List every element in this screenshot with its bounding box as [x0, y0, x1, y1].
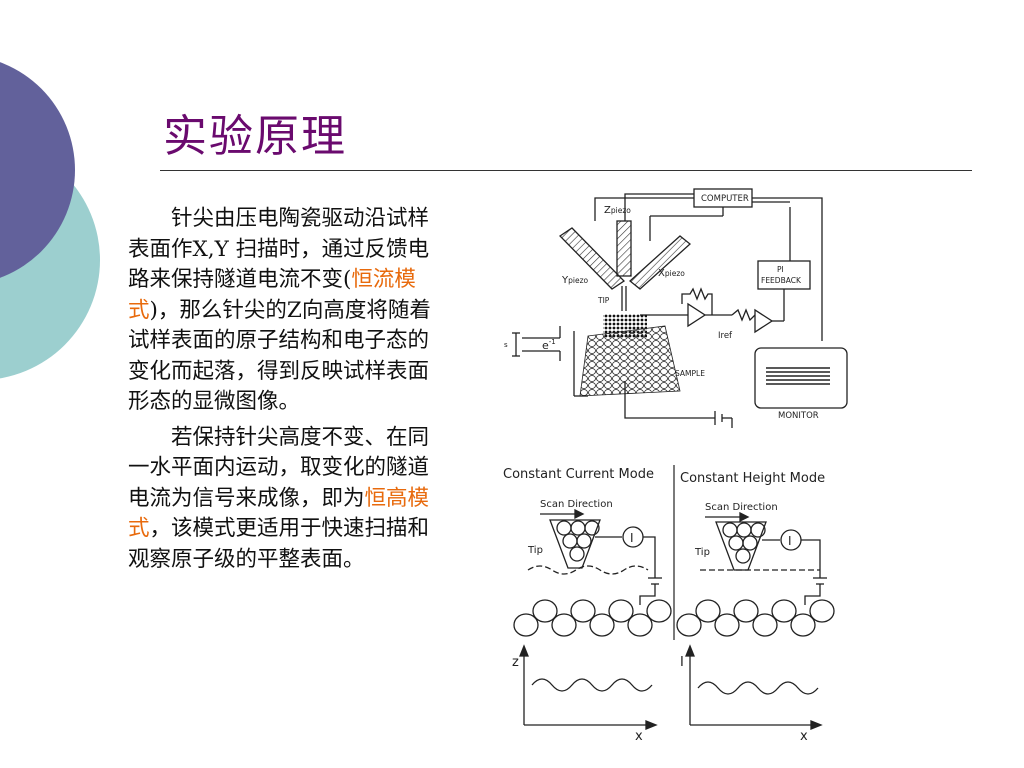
amplifier-1: [687, 302, 707, 328]
x-piezo-label: Xpiezo: [658, 268, 685, 279]
p2-highlight: 恒高模式: [128, 485, 430, 542]
current-axis-label: I: [680, 655, 684, 670]
sample-lattice: [579, 325, 681, 397]
y-piezo-sub: piezo: [568, 276, 588, 285]
tip-label: TIP: [597, 296, 610, 305]
feedback-label-1: PI: [777, 265, 784, 274]
p1-text-a: 针尖由压电陶瓷驱动沿试样表面作X,Y 扫描时，通过反馈电路来保持隧道电流不变(: [128, 206, 430, 292]
paragraph-constant-current: 针尖由压电陶瓷驱动沿试样表面作X,Y 扫描时，通过反馈电路来保持隧道电流不变(恒…: [128, 204, 448, 418]
computer-label: COMPUTER: [701, 194, 749, 204]
z-piezo-shape: [616, 220, 632, 277]
electron-exp: -1: [549, 338, 556, 346]
constant-current-panel: Scan Direction Tip I: [513, 499, 672, 730]
p1-highlight: 恒流模式: [128, 267, 416, 323]
scan-direction-right: Scan Direction: [705, 502, 778, 513]
scan-modes-figure: Constant Current Mode Constant Height Mo…: [503, 465, 835, 744]
x-piezo-shape: [628, 235, 692, 290]
decorative-circles: [0, 62, 100, 379]
slide-title: 实验原理: [163, 111, 347, 162]
electron-main: e: [542, 339, 549, 352]
current-meter-left: I: [630, 531, 634, 545]
y-piezo-main: Y: [561, 275, 569, 286]
sample-label: SAMPLE: [675, 369, 705, 378]
constant-current-title: Constant Current Mode: [503, 467, 654, 482]
p2-text-b: ，该模式更适用于快速扫描和观察原子级的平整表面。: [128, 516, 430, 572]
monitor-box: [754, 347, 848, 409]
z-piezo-sub: piezo: [611, 206, 631, 215]
x-axis-label-left: x: [635, 729, 643, 744]
feedback-label-2: FEEDBACK: [761, 276, 802, 285]
monitor-label: MONITOR: [778, 411, 819, 421]
z-piezo-main: Z: [604, 205, 611, 216]
gap-label: s: [504, 341, 508, 349]
z-axis-label: z: [512, 655, 519, 670]
y-piezo-shape: [558, 227, 626, 290]
z-piezo-label: Zpiezo: [604, 205, 631, 216]
y-piezo-label: Ypiezo: [561, 275, 589, 286]
electron-label: e-1: [542, 338, 556, 352]
body-text: 针尖由压电陶瓷驱动沿试样表面作X,Y 扫描时，通过反馈电路来保持隧道电流不变(恒…: [128, 204, 448, 580]
x-piezo-main: X: [658, 268, 665, 279]
x-axis-label-right: x: [800, 729, 808, 744]
iref-label: Iref: [718, 331, 733, 341]
p1-text-b: )，那么针尖的Z向高度将随着试样表面的原子结构和电子态的变化而起落，得到反映试样…: [128, 297, 431, 415]
tip-label-left: Tip: [527, 545, 543, 556]
constant-height-panel: Scan Direction Tip I: [676, 502, 835, 730]
monitor-traces: [766, 367, 830, 385]
amplifier-2: [754, 308, 774, 334]
title-divider: [160, 170, 972, 171]
p2-text-a: 若保持针尖高度不变、在同一水平面内运动，取变化的隧道电流为信号来成像，即为: [128, 424, 430, 511]
paragraph-constant-height: 若保持针尖高度不变、在同一水平面内运动，取变化的隧道电流为信号来成像，即为恒高模…: [128, 423, 448, 576]
scan-direction-left: Scan Direction: [540, 499, 613, 510]
purple-circle: [0, 62, 75, 278]
x-piezo-sub: piezo: [665, 269, 685, 278]
tip-label-right: Tip: [694, 547, 710, 558]
constant-height-title: Constant Height Mode: [680, 471, 825, 486]
stm-schematic-figure: COMPUTER Zpiezo Xpiezo Ypiezo TIP PI FEE…: [504, 188, 848, 428]
current-meter-right: I: [788, 534, 792, 548]
